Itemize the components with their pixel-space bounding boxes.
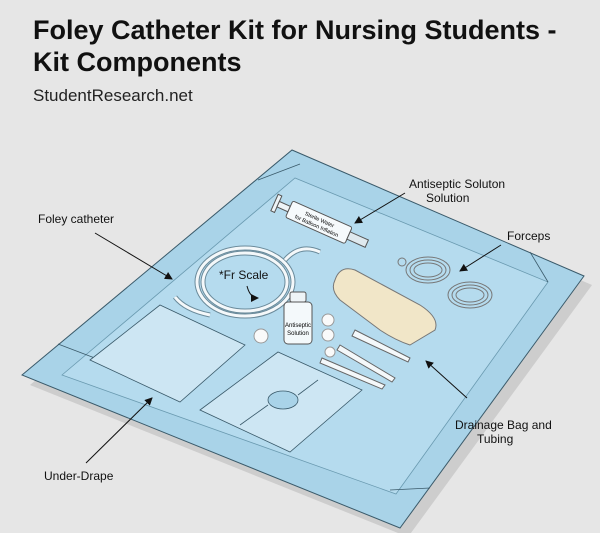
- label-drainage: Drainage Bag and Tubing: [425, 360, 552, 446]
- site-name: StudentResearch.net: [33, 86, 193, 105]
- label-antiseptic: Antiseptic Soluton Solution: [354, 177, 505, 224]
- antiseptic-bottle: Antiseptic Solution: [283, 291, 313, 345]
- bottle-text-1: Antiseptic: [285, 323, 311, 329]
- drainage-label-2: Tubing: [477, 432, 513, 446]
- arrow: [425, 360, 468, 399]
- arrow: [94, 232, 173, 280]
- label-under-drape: Under-Drape: [44, 397, 153, 483]
- tweezers: [319, 329, 411, 390]
- drainage-label-1: Drainage Bag and: [455, 418, 552, 432]
- gauze-pad: [89, 304, 246, 403]
- arrow: [246, 285, 259, 302]
- cotton-balls: [253, 313, 336, 358]
- label-fr-scale: *Fr Scale: [219, 268, 269, 302]
- gloves: [332, 268, 437, 346]
- foley-catheter: [173, 245, 322, 319]
- drainage-tubing: [397, 256, 493, 309]
- fenestrated-drape: [199, 351, 363, 453]
- arrow: [459, 244, 502, 272]
- forceps-label: Forceps: [507, 229, 550, 243]
- page-title: Foley Catheter Kit for Nursing Students …: [33, 15, 557, 77]
- under-drape-label: Under-Drape: [44, 469, 114, 483]
- fr-scale-label: *Fr Scale: [219, 268, 269, 282]
- foley-catheter-label: Foley catheter: [38, 212, 114, 226]
- antiseptic-label-2: Solution: [426, 191, 469, 205]
- label-foley-catheter: Foley catheter: [38, 212, 173, 280]
- antiseptic-label-1: Antiseptic Soluton: [409, 177, 505, 191]
- arrow: [85, 397, 153, 464]
- arrow: [354, 192, 406, 224]
- label-forceps: Forceps: [459, 229, 550, 272]
- bottle-text-2: Solution: [287, 331, 309, 337]
